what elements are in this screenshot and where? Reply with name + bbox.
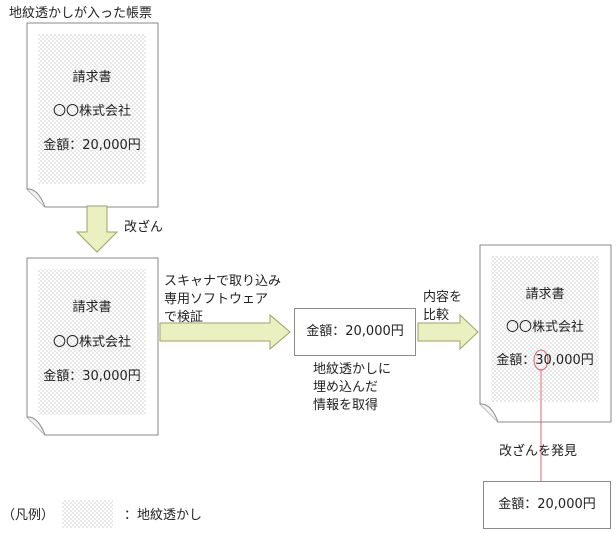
tamper-arrow: [75, 205, 119, 253]
doc-original-amount: 金額：20,000円: [43, 138, 141, 153]
tamper-label: 改ざん: [124, 220, 164, 235]
result-suffix: ,000円: [553, 497, 596, 512]
compare-caption-line-2: 比較: [423, 308, 450, 323]
compare-arrow: [417, 313, 479, 351]
scan-arrow: [159, 313, 291, 351]
doc-verified-company: 〇〇株式会社: [505, 320, 584, 335]
document-original: [26, 22, 159, 208]
scan-caption-line-1: スキャナで取り込み: [164, 274, 282, 289]
extracted-caption-line-3: 情報を取得: [313, 398, 379, 413]
scan-caption-line-2: 専用ソフトウェア: [164, 292, 269, 307]
doc-tampered-amount: 金額：30,000円: [43, 369, 141, 384]
doc-verified-title: 請求書: [525, 287, 565, 302]
watermark-pattern: [38, 269, 146, 415]
doc-tampered-title: 請求書: [72, 300, 112, 315]
extracted-amount: 金額：20,000円: [306, 324, 404, 339]
result-box: 金額：20,000円: [483, 481, 611, 529]
compare-caption-line-1: 内容を: [423, 290, 463, 305]
document-tampered: [26, 257, 159, 436]
doc-verified-amount: 金額：30,000円: [496, 353, 594, 368]
legend-swatch: [62, 500, 113, 528]
doc-original-company: 〇〇株式会社: [52, 104, 131, 119]
extracted-info-box: 金額：20,000円: [294, 308, 416, 356]
scan-caption-line-3: で検証: [164, 310, 204, 325]
result-prefix: 金額：: [498, 497, 538, 512]
legend-label: （凡例）: [2, 508, 55, 523]
extracted-caption-line-1: 地紋透かしに: [313, 362, 392, 377]
watermark-pattern: [38, 34, 146, 184]
doc-original-title: 請求書: [72, 70, 112, 85]
legend-meaning: ：地紋透かし: [124, 508, 203, 523]
result-highlight-digits: 20: [537, 497, 554, 512]
result-amount: 金額：20,000円: [484, 497, 610, 513]
watermark-pattern: [491, 256, 599, 402]
document-verified: [479, 244, 612, 423]
doc-tampered-company: 〇〇株式会社: [52, 335, 131, 350]
top-caption: 地紋透かしが入った帳票: [9, 6, 153, 21]
extracted-caption-line-2: 埋め込んだ: [313, 380, 379, 395]
tamper-found-label: 改ざんを発見: [499, 444, 578, 459]
